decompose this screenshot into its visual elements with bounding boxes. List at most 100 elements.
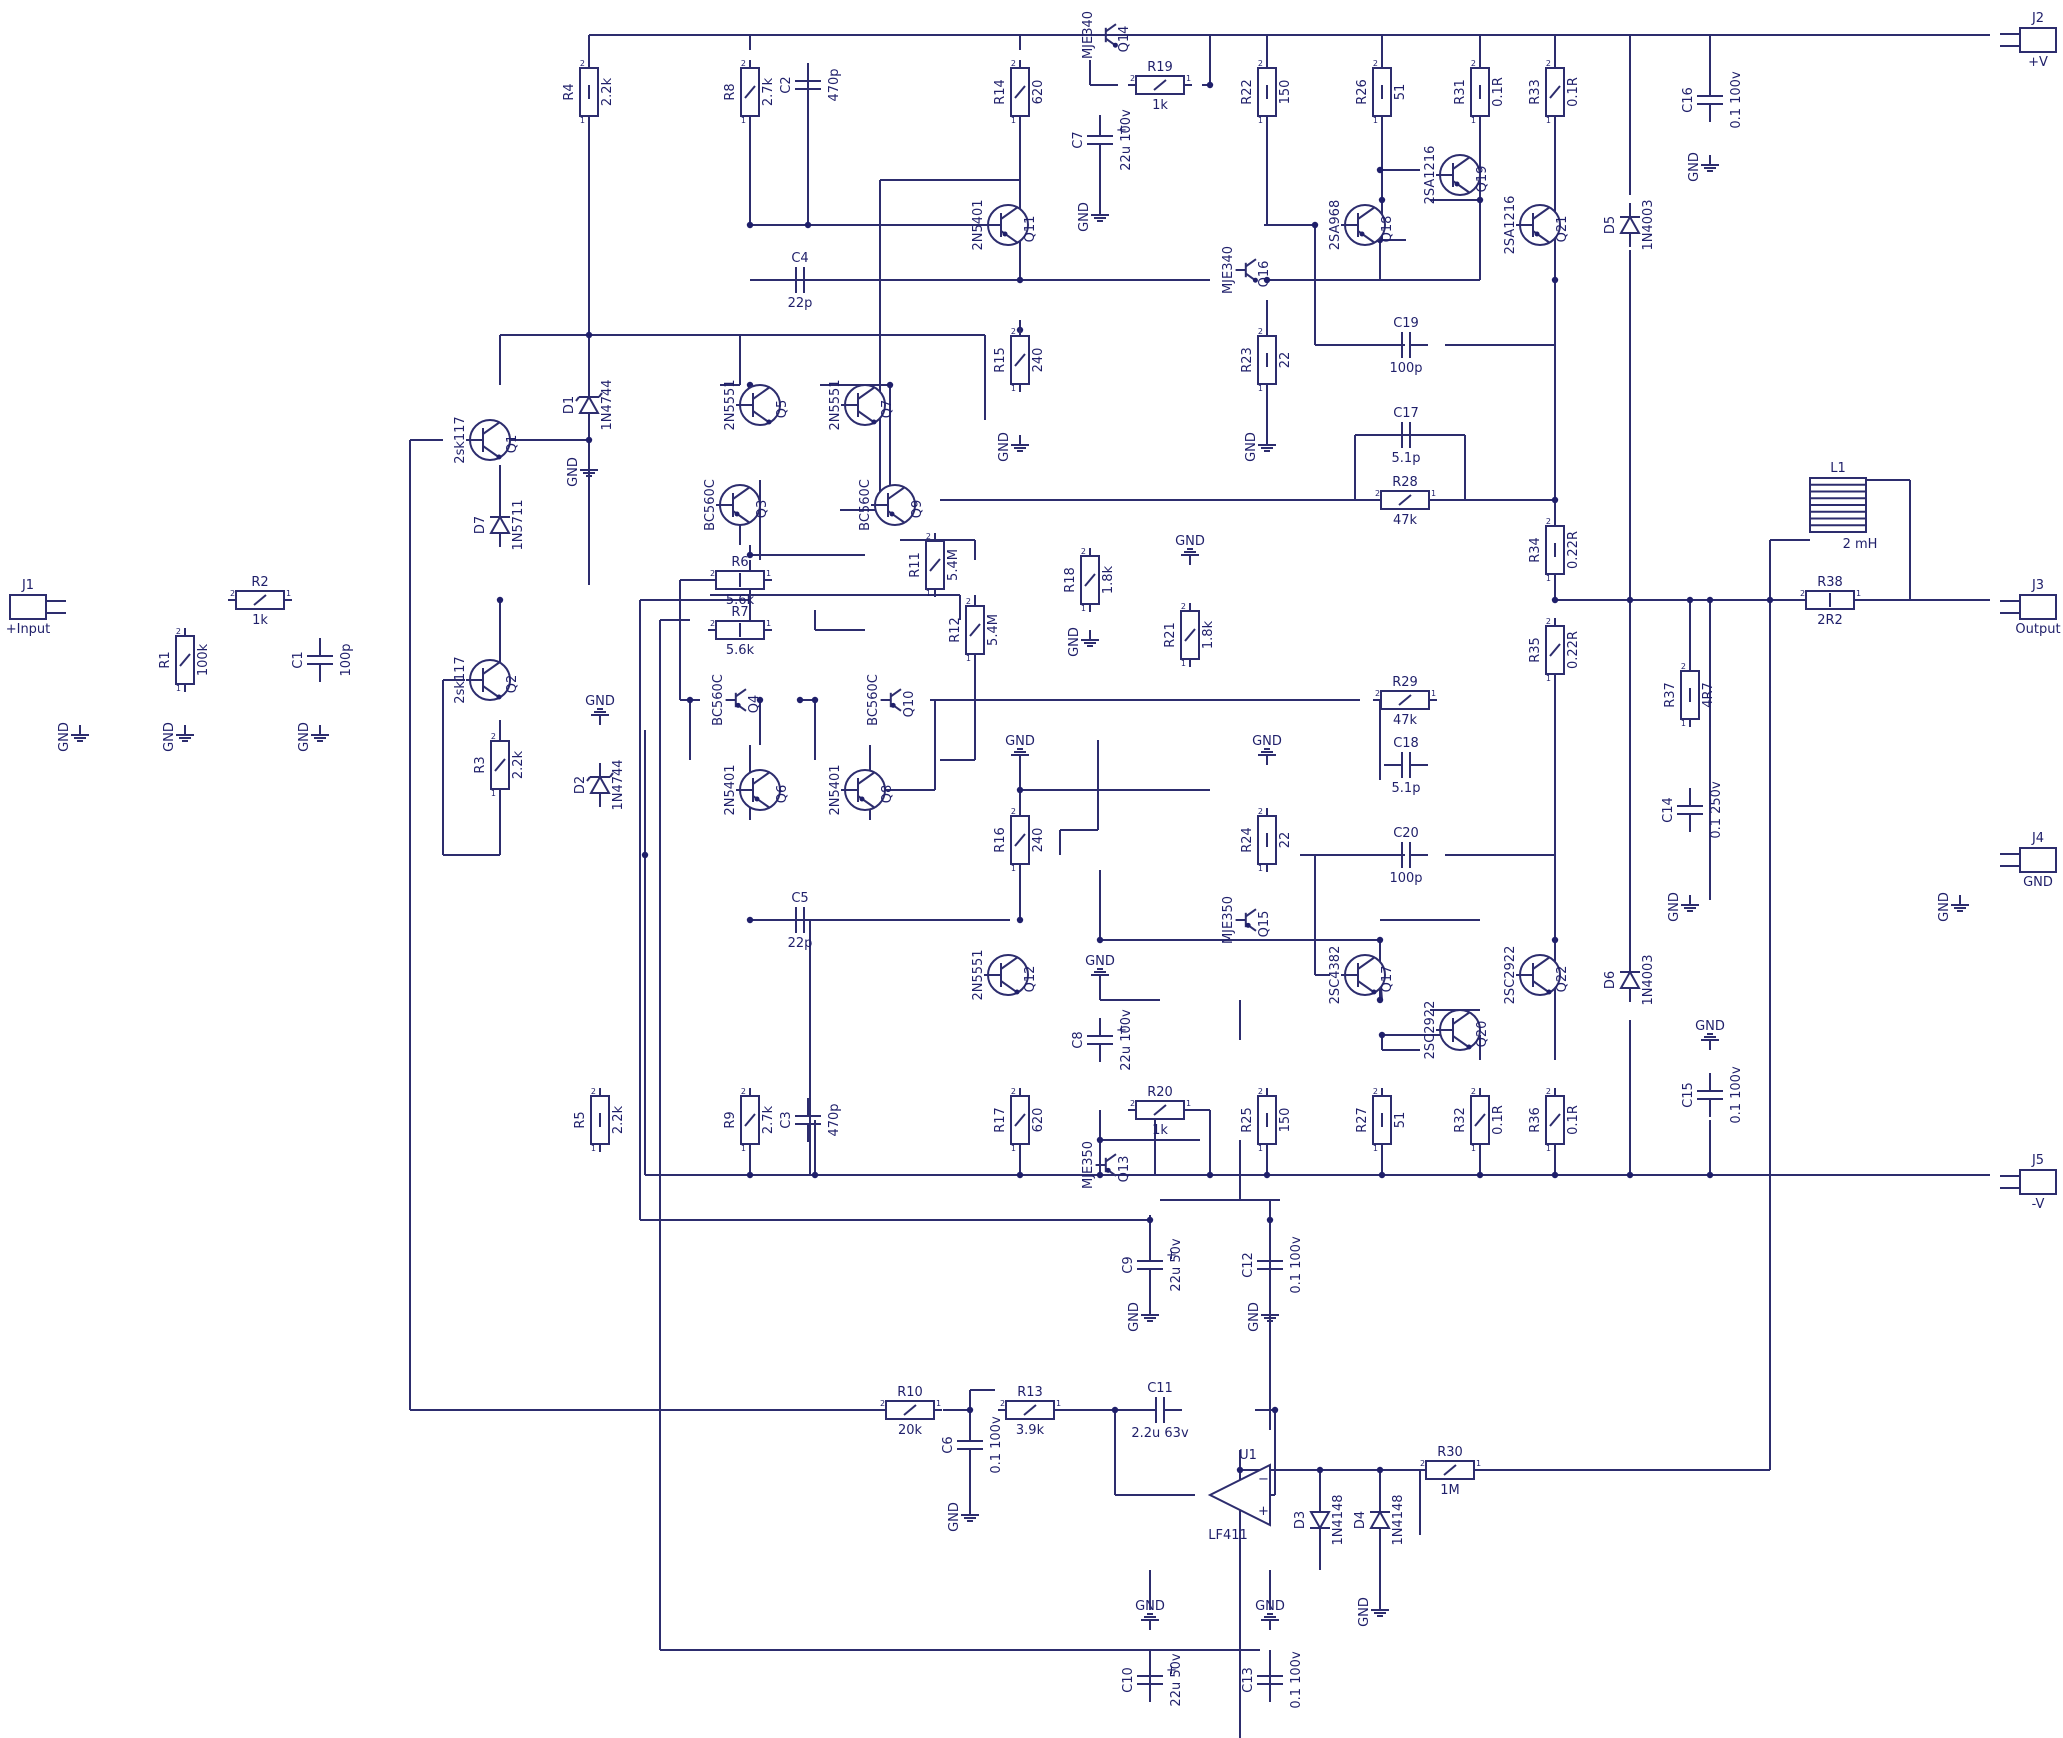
junction-dot [1376, 166, 1384, 174]
resistor-ref: R21 [1163, 622, 1178, 648]
resistor-mark [1398, 694, 1412, 706]
junction-dot [1476, 1171, 1484, 1179]
emitter-arrow [871, 419, 877, 425]
resistor-value: 51 [1393, 84, 1408, 101]
pin-number: 1 [286, 589, 291, 598]
resistor-mark [1014, 353, 1026, 367]
capacitor-value: 0.1 100v [1289, 1651, 1304, 1709]
capacitor-value: 2.2u 63v [1131, 1426, 1189, 1441]
junction-dot [1266, 1216, 1274, 1224]
pin-number: 1 [1258, 384, 1263, 393]
ground-symbol: GND [1085, 954, 1115, 985]
resistor-value: 620 [1031, 80, 1046, 105]
pin-number: 2 [1011, 1087, 1016, 1096]
pin-number: 2 [1546, 59, 1551, 68]
capacitor-value: 0.1 250v [1709, 781, 1724, 839]
connector-j1: J1+Input [6, 578, 66, 637]
pin-number: 2 [710, 619, 715, 628]
inductor-value: 2 mH [1843, 537, 1878, 552]
polarity-mark: + [1166, 1663, 1177, 1678]
pin-number: 1 [741, 1144, 746, 1153]
pin-number: 2 [1681, 662, 1686, 671]
transistor-collector [1105, 23, 1117, 33]
capacitor-ref: C17 [1393, 406, 1419, 421]
ground-label: GND [1255, 1599, 1285, 1614]
transistor-type: BC560C [858, 479, 873, 531]
diode-triangle [1619, 969, 1641, 989]
transistor-type: BC560C [866, 674, 881, 726]
junction-dot [1476, 196, 1484, 204]
connector-ref: J1 [21, 578, 34, 593]
ground-label: GND [1695, 1019, 1725, 1034]
diode-triangle [489, 514, 511, 534]
ground-label: GND [162, 722, 177, 752]
capacitor-ref: C14 [1661, 797, 1676, 823]
resistor-ref: R19 [1147, 60, 1173, 75]
pin-number: 2 [1471, 1087, 1476, 1096]
transistor-collector [890, 688, 902, 698]
transistor-type: 2sk117 [453, 416, 468, 463]
junction-dot [1706, 1171, 1714, 1179]
capacitor-value: 5.1p [1392, 781, 1421, 796]
ground-label: GND [585, 694, 615, 709]
wire-layer [409, 34, 1990, 1738]
transistor-q1: Q1 2sk117 [453, 416, 520, 463]
pin-number: 1 [1258, 1144, 1263, 1153]
connector-j2: J2+V [2000, 11, 2057, 70]
junction-dot [585, 436, 593, 444]
resistor-mark [903, 1404, 917, 1416]
resistor-value: 1M [1440, 1483, 1460, 1498]
resistor-mark [929, 558, 941, 572]
pin-number: 2 [176, 627, 181, 636]
capacitor-ref: C3 [779, 1111, 794, 1128]
junction-dot [1551, 1171, 1559, 1179]
transistor-collector [752, 386, 771, 400]
pin-number: 1 [766, 569, 771, 578]
junction-dot [686, 696, 694, 704]
resistor-value: 1k [252, 613, 268, 628]
pin-number: 1 [1471, 1144, 1476, 1153]
resistor-mark [1084, 573, 1096, 587]
resistor-ref: R30 [1437, 1445, 1463, 1460]
capacitor-value: 22p [788, 296, 813, 311]
zener-wing [586, 776, 591, 782]
resistor-value: 5.4M [986, 614, 1001, 646]
ground-symbol: GND [1135, 1599, 1165, 1630]
resistor-ref: R38 [1817, 575, 1843, 590]
diode-triangle [589, 774, 611, 794]
connector-body [9, 594, 47, 620]
transistor-collector [887, 486, 906, 500]
resistor-mark [1184, 628, 1196, 642]
transistor-type: BC560C [703, 479, 718, 531]
resistor-ref: R27 [1355, 1107, 1370, 1133]
pin-number: 1 [766, 619, 771, 628]
diode-triangle [1309, 1511, 1331, 1531]
pin-number: 1 [1373, 116, 1378, 125]
transistor-ref: Q1 [505, 435, 520, 454]
pin-number: 2 [1081, 547, 1086, 556]
ground-label: GND [1127, 1302, 1142, 1332]
emitter-arrow [890, 702, 896, 708]
transistor-type: MJE350 [1221, 896, 1236, 944]
pin-number: 1 [1011, 384, 1016, 393]
junction-dot [1378, 1031, 1386, 1039]
